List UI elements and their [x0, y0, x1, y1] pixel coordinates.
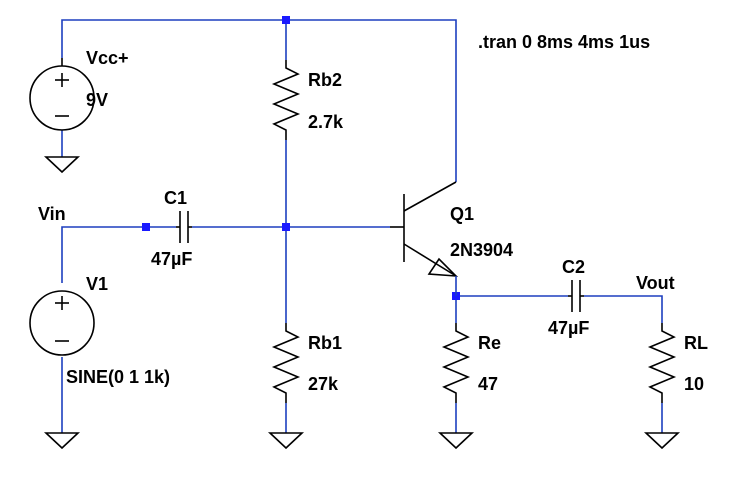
source-vcc-name: Vcc+ [86, 48, 129, 68]
capacitor-c2[interactable]: C2 47µF [548, 257, 589, 338]
resistor-re-body [441, 323, 471, 403]
transistor-q1-emitter [403, 243, 457, 277]
source-vcc[interactable]: Vcc+ 9V [29, 48, 129, 131]
source-v1-body [29, 290, 95, 356]
resistor-rl[interactable]: RL 10 [647, 323, 708, 403]
resistor-rb2-body [271, 60, 301, 140]
resistor-rl-value: 10 [684, 374, 704, 394]
grounds [43, 156, 681, 450]
transistor-q1-collector [403, 181, 457, 212]
junction-vcc-rail[interactable] [282, 16, 290, 24]
wire-c2-vout[interactable] [584, 295, 663, 323]
capacitor-c2-name: C2 [562, 257, 585, 277]
ground-re-icon [437, 432, 475, 450]
junction-vin[interactable] [142, 223, 150, 231]
resistor-re-value: 47 [478, 374, 498, 394]
ground-rl-icon [643, 432, 681, 450]
resistor-rl-body [647, 323, 677, 403]
resistor-rb1[interactable]: Rb1 27k [271, 323, 342, 403]
resistor-rb2-value: 2.7k [308, 112, 344, 132]
capacitor-c2-value: 47µF [548, 318, 589, 338]
transistor-q1[interactable]: Q1 2N3904 [390, 181, 513, 296]
capacitor-c1[interactable]: C1 47µF [151, 188, 192, 269]
resistor-rb2-name: Rb2 [308, 70, 342, 90]
net-label-vout: Vout [636, 273, 675, 293]
source-v1-name: V1 [86, 274, 108, 294]
capacitor-c1-name: C1 [164, 188, 187, 208]
junction-base[interactable] [282, 223, 290, 231]
spice-directive[interactable]: .tran 0 8ms 4ms 1us [478, 32, 650, 52]
resistor-rb2[interactable]: Rb2 2.7k [271, 60, 344, 140]
ground-v1-icon [43, 432, 81, 450]
resistor-re[interactable]: Re 47 [441, 323, 501, 403]
resistor-rb1-value: 27k [308, 374, 339, 394]
resistor-rb1-body [271, 323, 301, 403]
resistor-rb1-name: Rb1 [308, 333, 342, 353]
ground-rb1-icon [267, 432, 305, 450]
source-vcc-body [29, 65, 95, 131]
transistor-q1-emitter-arrow [427, 257, 459, 277]
transistor-q1-name: Q1 [450, 204, 474, 224]
wire-vin[interactable] [61, 226, 176, 283]
source-vcc-value: 9V [86, 90, 108, 110]
wire-vcc-rail[interactable] [61, 19, 457, 182]
net-label-vin: Vin [38, 204, 66, 224]
capacitor-c1-value: 47µF [151, 249, 192, 269]
resistor-rl-name: RL [684, 333, 708, 353]
transistor-q1-model: 2N3904 [450, 240, 513, 260]
wires [61, 19, 663, 433]
source-v1[interactable]: V1 SINE(0 1 1k) [29, 274, 170, 387]
source-v1-value: SINE(0 1 1k) [66, 367, 170, 387]
resistor-re-name: Re [478, 333, 501, 353]
ground-vcc-icon [43, 156, 81, 174]
